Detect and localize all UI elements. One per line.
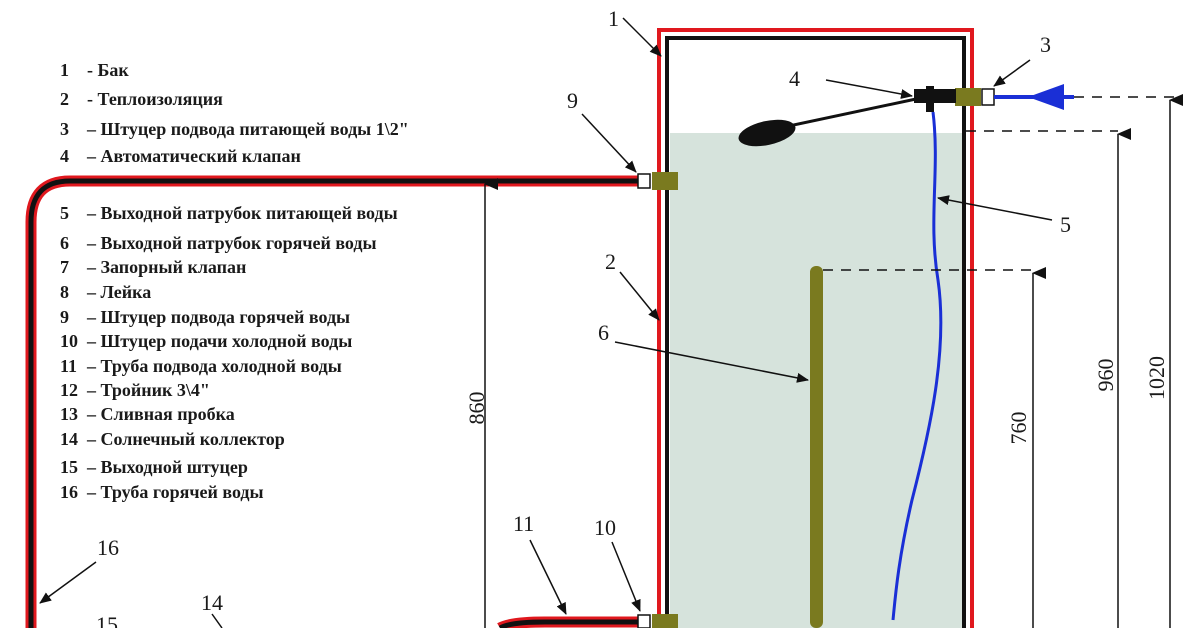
hot-water-inlet-fitting <box>652 172 678 190</box>
callout-2: 2 <box>605 249 616 274</box>
dim-label-760: 760 <box>1006 412 1031 445</box>
feed-water-inlet-arrow <box>1028 84 1064 110</box>
callout-5: 5 <box>1060 212 1071 237</box>
legend-text: – Тройник 3\4" <box>86 380 210 400</box>
leader-9 <box>581 113 637 173</box>
legend-number: 4 <box>60 146 69 166</box>
feed-water-nut <box>981 88 995 106</box>
insulation-outline <box>657 28 974 628</box>
dim-label-860: 860 <box>464 392 489 425</box>
leader-10 <box>611 541 641 612</box>
legend-text: – Выходной штуцер <box>86 457 248 477</box>
callout-4: 4 <box>789 66 800 91</box>
leader-11 <box>529 539 567 615</box>
callout-6: 6 <box>598 320 609 345</box>
legend-number: 9 <box>60 307 69 327</box>
legend-text: – Лейка <box>86 282 151 302</box>
legend-text: - Бак <box>87 60 129 80</box>
legend-text: – Выходной патрубок питающей воды <box>86 203 398 223</box>
legend-text: – Солнечный коллектор <box>86 429 285 449</box>
legend-text: – Штуцер подвода горячей воды <box>86 307 350 327</box>
leader-2 <box>619 271 660 321</box>
legend-number: 2 <box>60 89 69 109</box>
cold-water-fitting <box>652 614 678 628</box>
legend-text: – Выходной патрубок горячей воды <box>86 233 377 253</box>
callout-9: 9 <box>567 88 578 113</box>
hot-water-inlet-nut <box>637 173 651 189</box>
legend-number: 14 <box>60 429 78 449</box>
legend-number: 1 <box>60 60 69 80</box>
legend-number: 15 <box>60 457 78 477</box>
leader-1 <box>622 17 662 57</box>
legend-text: – Штуцер подачи холодной воды <box>86 331 352 351</box>
legend-text: – Труба горячей воды <box>86 482 264 502</box>
legend-number: 3 <box>60 119 69 139</box>
callout-10: 10 <box>594 515 616 540</box>
legend-text: – Автоматический клапан <box>86 146 301 166</box>
automatic-valve-body <box>914 89 956 103</box>
callout-1: 1 <box>608 6 619 31</box>
legend-number: 8 <box>60 282 69 302</box>
feed-water-fitting <box>955 88 981 106</box>
float-ball <box>738 119 796 147</box>
legend-text: - Теплоизоляция <box>87 89 223 109</box>
legend-number: 7 <box>60 257 69 277</box>
leader-6 <box>614 341 809 383</box>
cold-water-pipe <box>498 619 640 628</box>
leader-3 <box>993 59 1031 87</box>
legend: 1 - Бак 2 - Теплоизоляция 3 – Штуцер подвода … <box>60 60 409 502</box>
feed-water-outlet-tube <box>891 111 943 621</box>
hot-water-outlet-pipe <box>810 266 823 628</box>
dim-label-1020: 1020 <box>1144 356 1169 400</box>
legend-number: 11 <box>60 356 77 376</box>
legend-text: – Запорный клапан <box>86 257 246 277</box>
legend-number: 16 <box>60 482 78 502</box>
leader-16 <box>39 561 97 604</box>
legend-text: – Штуцер подвода питающей воды 1\2" <box>86 119 409 139</box>
leader-14 <box>211 613 223 628</box>
callout-11: 11 <box>513 511 534 536</box>
tank-wall <box>665 36 966 628</box>
callout-15: 15 <box>96 612 118 628</box>
leader-4 <box>825 79 913 99</box>
automatic-valve-stem <box>926 86 934 112</box>
legend-text: – Сливная пробка <box>86 404 235 424</box>
legend-number: 13 <box>60 404 78 424</box>
cold-water-nut <box>637 614 651 628</box>
legend-number: 6 <box>60 233 69 253</box>
legend-number: 10 <box>60 331 78 351</box>
legend-number: 12 <box>60 380 78 400</box>
callout-3: 3 <box>1040 32 1051 57</box>
callout-14: 14 <box>201 590 223 615</box>
callout-16: 16 <box>97 535 119 560</box>
dim-label-960: 960 <box>1093 359 1118 392</box>
legend-number: 5 <box>60 203 69 223</box>
hot-water-pipe <box>28 178 640 628</box>
leader-5 <box>937 195 1053 221</box>
legend-text: – Труба подвода холодной воды <box>86 356 342 376</box>
